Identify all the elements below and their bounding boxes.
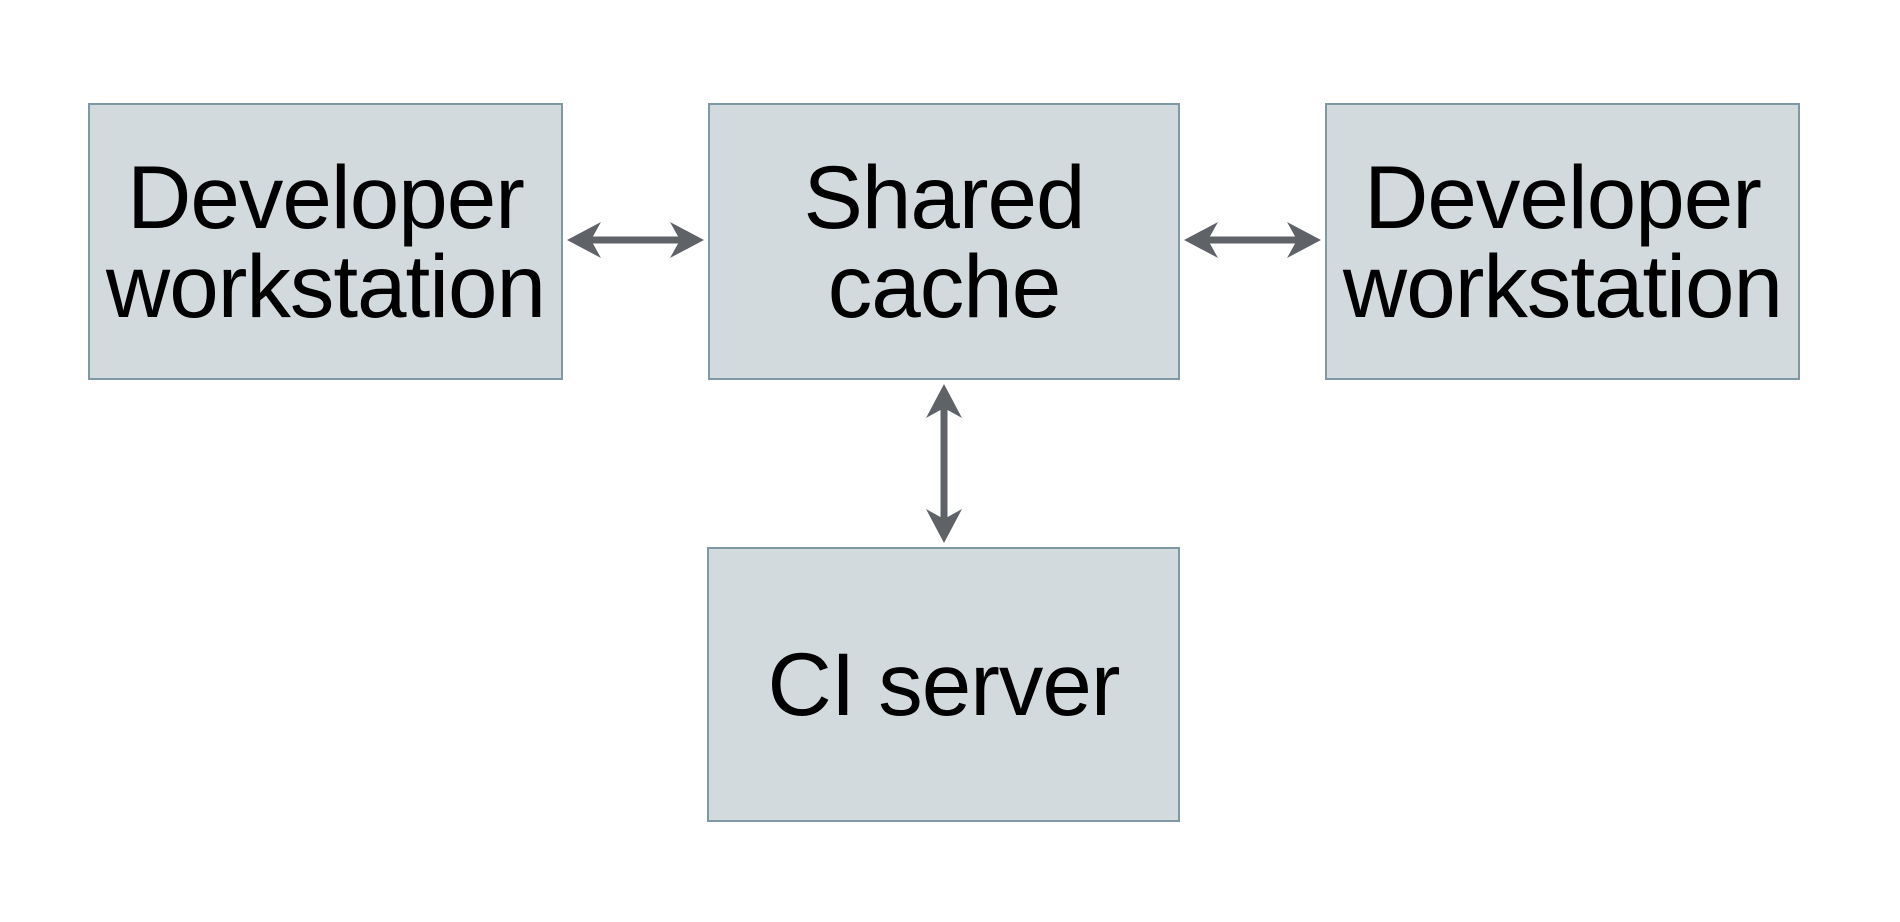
arrowhead-left-icon: [567, 222, 601, 258]
node-label-shared-cache: Shared cache: [803, 146, 1086, 336]
node-developer-workstation-left: Developer workstation: [88, 103, 563, 380]
arrowhead-right-icon: [1287, 222, 1321, 258]
node-label-ci-server: CI server: [767, 634, 1121, 734]
node-label-developer-workstation-left: Developer workstation: [105, 146, 546, 336]
edge-cache-workstation-right: [1184, 222, 1321, 258]
arrowhead-down-icon: [926, 509, 962, 543]
arrowhead-left-icon: [1184, 222, 1218, 258]
node-ci-server: CI server: [707, 547, 1180, 822]
arrowhead-up-icon: [926, 384, 962, 418]
arrowhead-right-icon: [670, 222, 704, 258]
node-developer-workstation-right: Developer workstation: [1325, 103, 1800, 380]
edge-workstation-left-cache: [567, 222, 704, 258]
node-shared-cache: Shared cache: [708, 103, 1180, 380]
node-label-developer-workstation-right: Developer workstation: [1342, 146, 1783, 336]
edge-cache-ci-server: [926, 384, 962, 543]
